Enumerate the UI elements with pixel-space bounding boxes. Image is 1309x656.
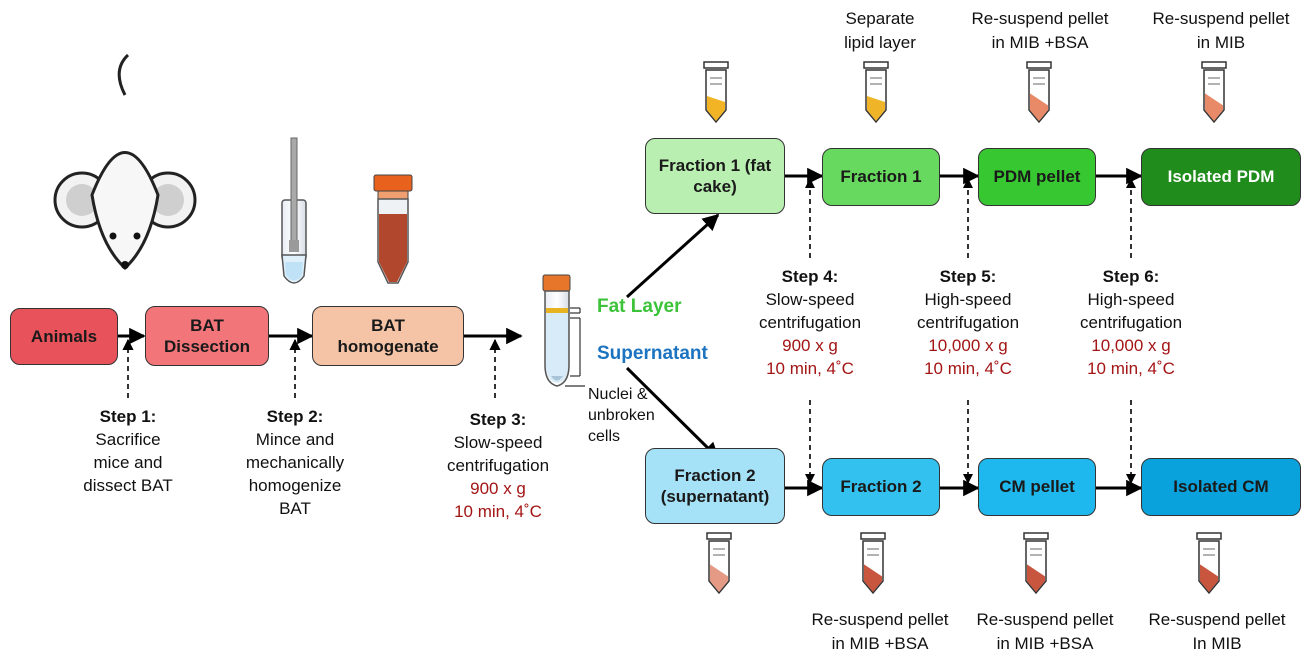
step4-line: centrifugation (758, 312, 862, 332)
tube-fraction1-icon (863, 61, 889, 124)
step6-title: Step 6: (1102, 267, 1160, 286)
step5-speed: 10,000 x g (928, 335, 1008, 355)
top-note-fraction1: Separate lipid layer (810, 7, 950, 55)
bottom-note-cm-pellet: Re-suspend pellet in MIB +BSA (955, 608, 1135, 656)
bottom-note-line: Re-suspend pellet (976, 610, 1114, 629)
step1-title: Step 1: (99, 407, 157, 426)
step2-label: Step 2: Mince and mechanically homogeniz… (225, 406, 365, 521)
step3-label: Step 3: Slow-speed centrifugation 900 x … (428, 409, 568, 524)
bat-dissection-box: BAT Dissection (145, 306, 269, 366)
pdm-pellet-box: PDM pellet (978, 148, 1096, 206)
nuclei-label: Nuclei & unbroken cells (588, 385, 655, 447)
step2-line: BAT (279, 498, 311, 518)
tube-isolated-pdm-icon (1201, 61, 1227, 124)
bottom-note-line: in MIB +BSA (831, 633, 929, 653)
homogenate-tube-icon (373, 174, 413, 284)
step4-line: Slow-speed (765, 289, 855, 309)
fraction2-supernatant-box: Fraction 2 (supernatant) (645, 448, 785, 524)
fraction1-fatcake-box: Fraction 1 (fat cake) (645, 138, 785, 214)
bottom-note-line: In MIB (1192, 633, 1242, 653)
step4-time: 10 min, 4˚C (766, 358, 854, 378)
step4-speed: 900 x g (782, 335, 838, 355)
step6-time: 10 min, 4˚C (1087, 358, 1175, 378)
top-note-line: Separate (845, 9, 915, 28)
step5-time: 10 min, 4˚C (924, 358, 1012, 378)
tube-pdm-pellet-icon (1026, 61, 1052, 124)
step3-line: Slow-speed (453, 432, 543, 452)
tube-fraction1-fatcake-icon (703, 61, 729, 124)
bottom-note-line: in MIB +BSA (996, 633, 1094, 653)
step1-line: Sacrifice (95, 429, 161, 449)
step6-line: High-speed (1087, 289, 1175, 309)
nuclei-line: unbroken (588, 406, 655, 424)
fraction1-box: Fraction 1 (822, 148, 940, 206)
bottom-note-line: Re-suspend pellet (1148, 610, 1286, 629)
step6-line: centrifugation (1079, 312, 1183, 332)
top-note-line: lipid layer (844, 32, 916, 52)
step1-line: mice and (93, 452, 163, 472)
step4-label: Step 4: Slow-speed centrifugation 900 x … (740, 266, 880, 381)
animals-box: Animals (10, 308, 118, 365)
fat-layer-label: Fat Layer (597, 296, 682, 317)
step5-title: Step 5: (939, 267, 997, 286)
tube-isolated-cm-icon (1196, 532, 1222, 595)
fraction2-box: Fraction 2 (822, 458, 940, 516)
step6-speed: 10,000 x g (1091, 335, 1171, 355)
top-note-pdm-pellet: Re-suspend pellet in MIB +BSA (950, 7, 1130, 55)
tube-cm-pellet-icon (1023, 532, 1049, 595)
bottom-note-fraction2: Re-suspend pellet in MIB +BSA (790, 608, 970, 656)
top-note-isolated-pdm: Re-suspend pellet in MIB (1133, 7, 1309, 55)
step1-line: dissect BAT (83, 475, 173, 495)
step3-time: 10 min, 4˚C (454, 501, 542, 521)
top-note-line: Re-suspend pellet (1152, 9, 1290, 28)
nuclei-line: cells (588, 427, 621, 445)
step5-label: Step 5: High-speed centrifugation 10,000… (898, 266, 1038, 381)
nuclei-line: Nuclei & (588, 386, 648, 403)
mouse-icon (53, 53, 197, 271)
step3-line: centrifugation (446, 455, 550, 475)
tube-fraction2-icon (860, 532, 886, 595)
isolated-pdm-box: Isolated PDM (1141, 148, 1301, 206)
step3-title: Step 3: (469, 410, 527, 429)
step4-title: Step 4: (781, 267, 839, 286)
step6-label: Step 6: High-speed centrifugation 10,000… (1061, 266, 1201, 381)
bat-homogenate-box: BAT homogenate (312, 306, 464, 366)
step1-label: Step 1: Sacrifice mice and dissect BAT (58, 406, 198, 498)
step3-speed: 900 x g (470, 478, 526, 498)
step2-line: mechanically (245, 452, 345, 472)
step2-title: Step 2: (266, 407, 324, 426)
tube-fraction2-supernatant-icon (706, 532, 732, 595)
step5-line: centrifugation (916, 312, 1020, 332)
centrifuge-tube-icon (542, 274, 585, 387)
bottom-note-isolated-cm: Re-suspend pellet In MIB (1129, 608, 1305, 656)
step5-line: High-speed (924, 289, 1012, 309)
supernatant-label: Supernatant (597, 343, 708, 364)
top-note-line: in MIB +BSA (991, 32, 1089, 52)
top-note-line: in MIB (1196, 32, 1246, 52)
bottom-note-line: Re-suspend pellet (811, 610, 949, 629)
cm-pellet-box: CM pellet (978, 458, 1096, 516)
homogenizer-icon (281, 137, 307, 284)
step2-line: homogenize (248, 475, 342, 495)
step2-line: Mince and (255, 429, 335, 449)
isolated-cm-box: Isolated CM (1141, 458, 1301, 516)
top-note-line: Re-suspend pellet (971, 9, 1109, 28)
